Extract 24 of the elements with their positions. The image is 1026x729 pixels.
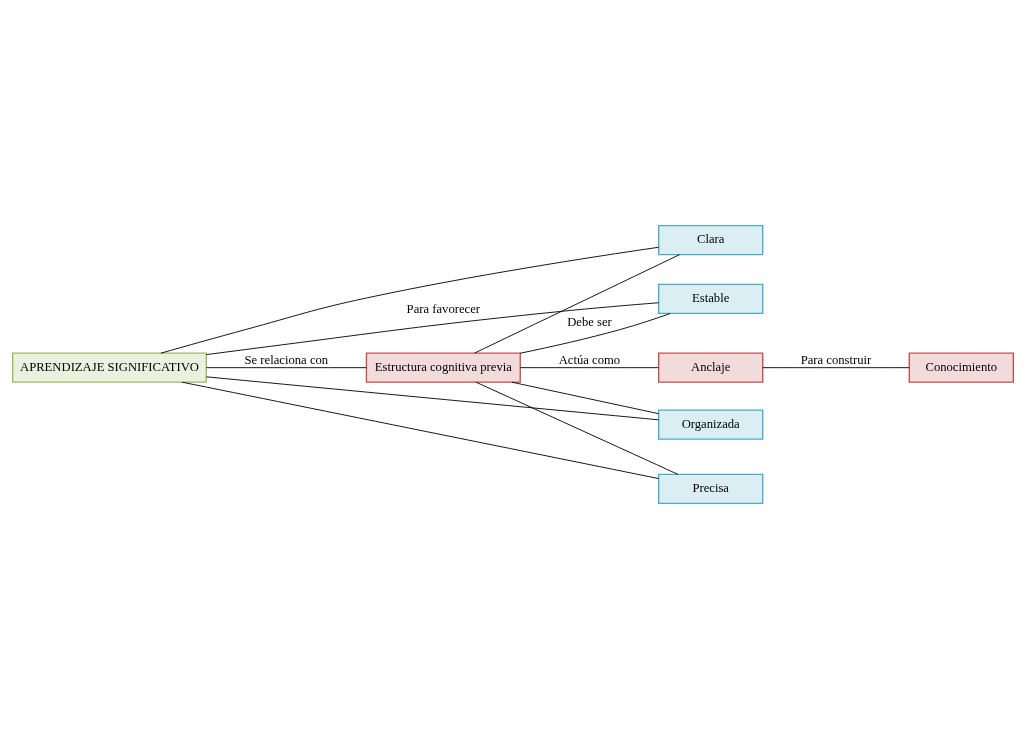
node-box: Estructura cognitiva previa (365, 352, 521, 383)
connector (206, 376, 660, 421)
connector (519, 367, 659, 369)
node-box: Precisa (658, 473, 764, 505)
edge-label: Se relaciona con (244, 353, 329, 368)
node-box: Conocimiento (908, 352, 1014, 383)
connector (762, 367, 910, 369)
node-box: Organizada (658, 409, 764, 440)
node-box: Anclaje (658, 352, 764, 383)
edge-label: Para construir (800, 353, 872, 368)
edge-label: Actúa como (558, 353, 621, 368)
connector (181, 381, 659, 479)
connector (205, 367, 367, 369)
edge-label: Debe ser (567, 315, 612, 330)
connector (206, 302, 659, 356)
node-box: Clara (658, 224, 764, 256)
node-box: APRENDIZAJE SIGNIFICATIVO (12, 352, 207, 383)
connector (475, 381, 679, 475)
connector (474, 254, 681, 354)
edge-label: Para favorecer (406, 301, 481, 316)
connector (160, 246, 660, 354)
connector (519, 313, 671, 354)
node-box: Estable (658, 283, 764, 315)
connector (511, 381, 660, 415)
